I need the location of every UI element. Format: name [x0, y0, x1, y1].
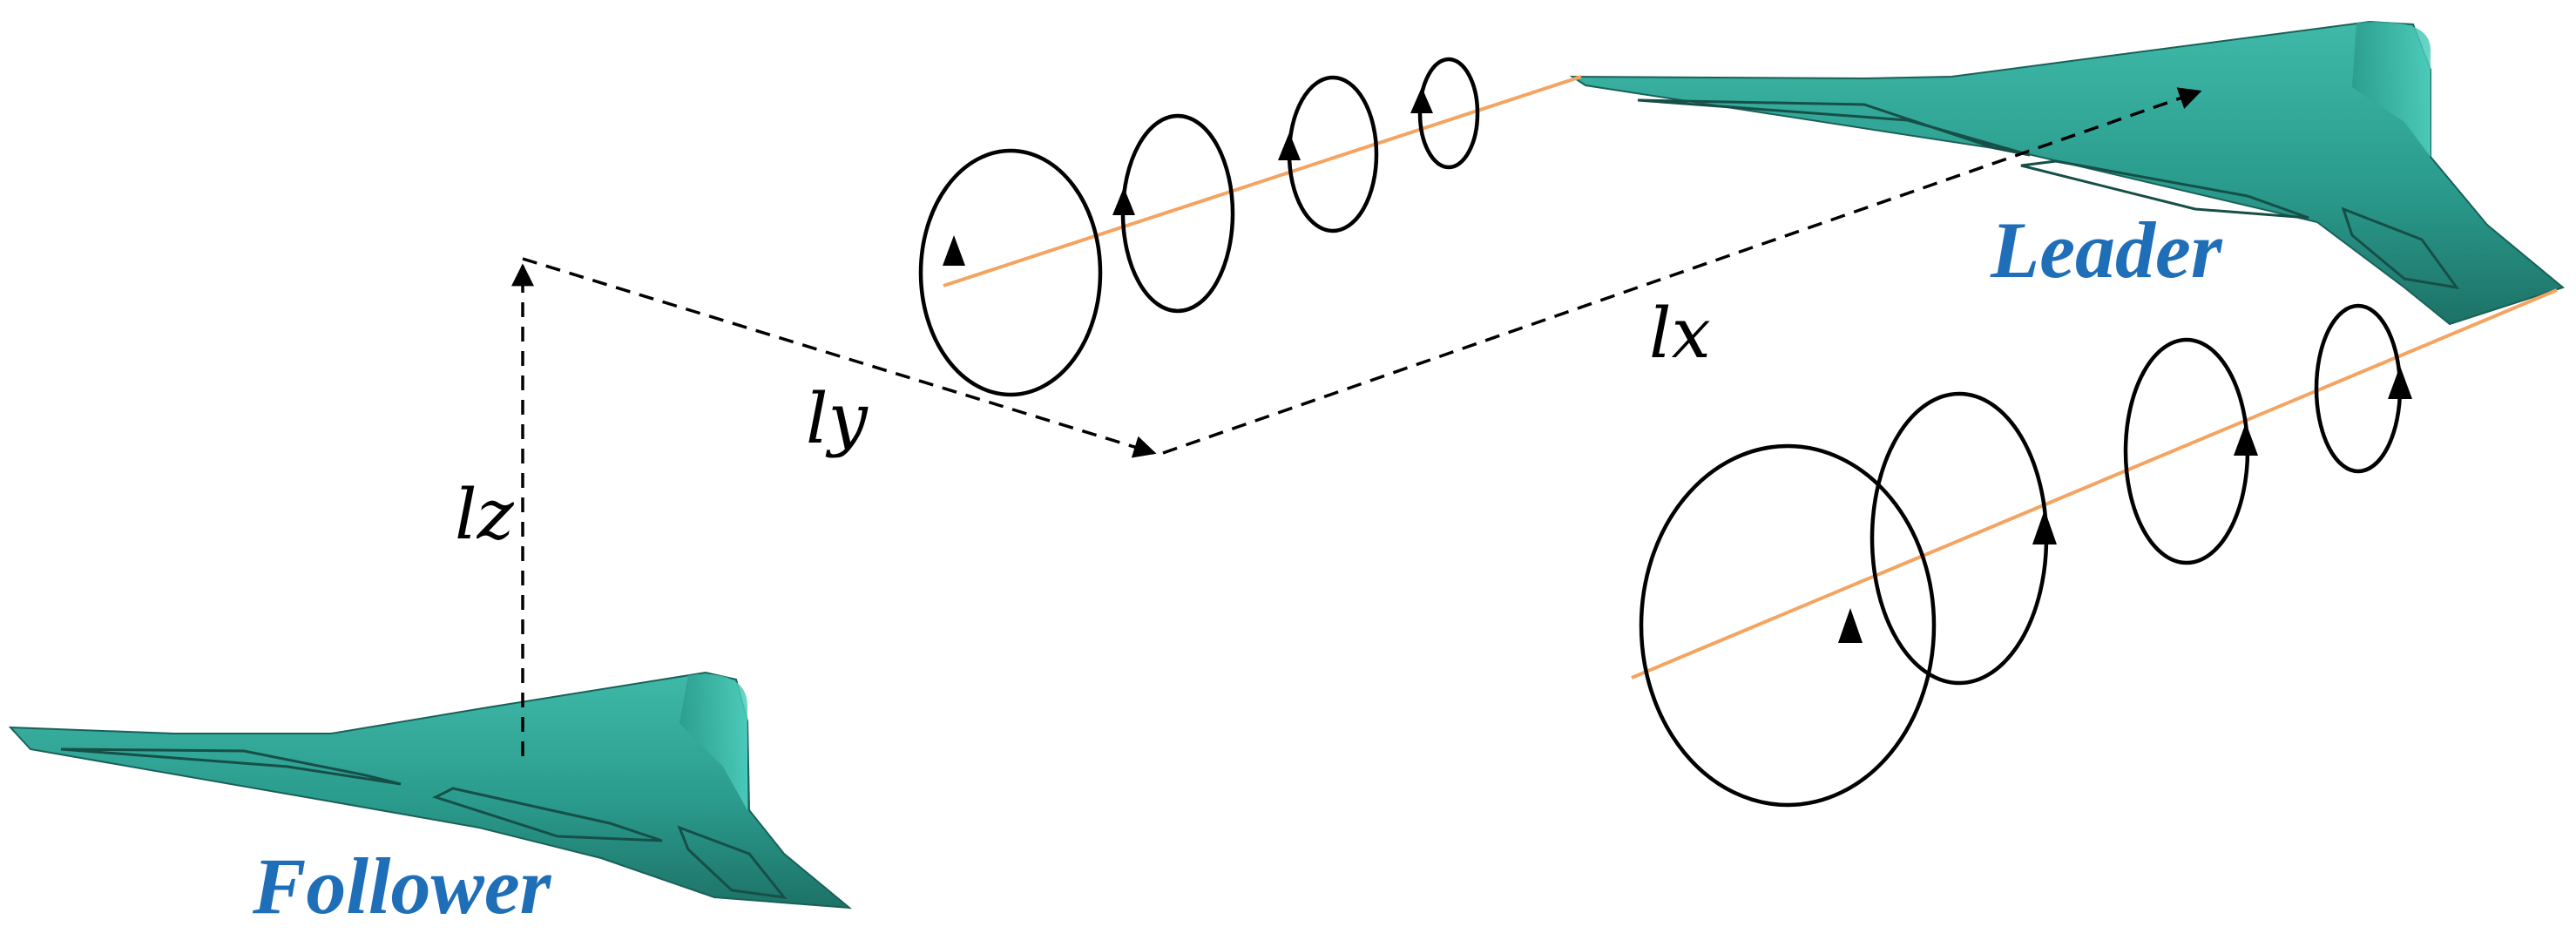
- upper-arrow-icon-2: [1112, 187, 1135, 215]
- lower-arrow-icon-2: [2032, 510, 2057, 544]
- follower-tail-panel: [677, 825, 788, 899]
- distance-vectors: [511, 87, 2202, 756]
- upper-arrow-icon-3: [1278, 132, 1301, 160]
- leader-control-surface-2: [2020, 159, 2309, 220]
- lx-label: lx: [1649, 293, 1711, 374]
- lz-label: lz: [455, 474, 515, 555]
- upper-vortex-loop-2: [1120, 113, 1235, 314]
- leader-aircraft: [1569, 20, 2566, 326]
- upper-arrow-icon-1: [943, 235, 965, 266]
- leader-control-surface-1: [1637, 98, 2031, 157]
- ly-vector: [522, 257, 1157, 458]
- lower-arrow-icon-4: [2388, 366, 2412, 399]
- follower-label: Follower: [252, 842, 552, 930]
- lower-arrow-icon-1: [1838, 608, 1863, 643]
- lower-vortex-loop-3: [2123, 337, 2250, 565]
- lx-vector: [1162, 87, 2202, 455]
- follower-nose: [679, 673, 747, 810]
- leader-tail-panel: [2341, 206, 2460, 290]
- upper-vortex-loop-1: [918, 148, 1103, 397]
- upper-vortex-loops: [918, 57, 1480, 397]
- upper-arrow-icon-4: [1410, 87, 1433, 113]
- follower-body: [8, 671, 853, 910]
- lower-vortex-core: [1631, 288, 2558, 680]
- lower-vortex-arrows: [1838, 366, 2412, 643]
- upper-vortex-loop-3: [1287, 75, 1379, 233]
- leader-nose: [2352, 22, 2431, 157]
- follower-aircraft: [8, 671, 853, 910]
- leader-label: Leader: [1990, 206, 2223, 294]
- upper-vortex-core: [943, 75, 1582, 287]
- lower-arrow-icon-3: [2234, 423, 2258, 456]
- lower-vortex-loops: [1639, 303, 2403, 808]
- upper-vortex-arrows: [943, 87, 1433, 266]
- lower-vortex-loop-2: [1869, 391, 2049, 686]
- follower-control-surface-2: [432, 787, 663, 842]
- ly-label: ly: [806, 378, 869, 459]
- leader-body: [1569, 20, 2566, 326]
- lower-vortex-loop-1: [1639, 443, 1937, 808]
- follower-control-surface-1: [60, 747, 402, 786]
- lower-vortex-loop-4: [2314, 303, 2403, 474]
